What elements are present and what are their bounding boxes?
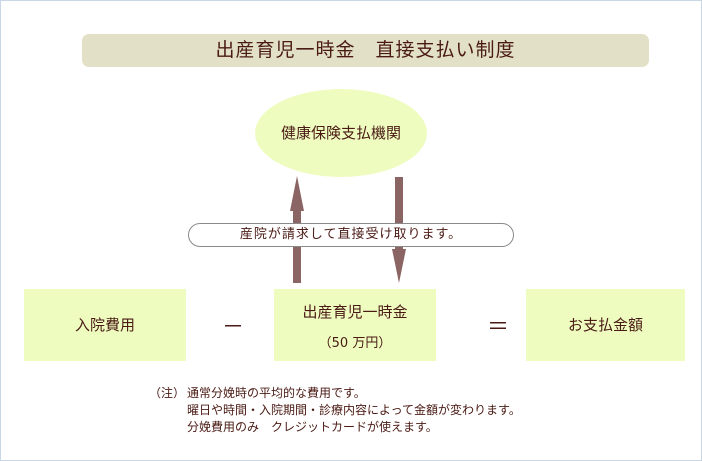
lump-sum-amount: （50 万円）	[318, 336, 392, 351]
note-line: 通常分娩時の平均的な費用です。	[187, 386, 366, 400]
note-line: 分娩費用のみ クレジットカードが使えます。	[187, 420, 438, 434]
equals-sign: ＝	[487, 315, 510, 340]
hospital-cost-box: 入院費用	[24, 289, 186, 361]
note-line: 曜日や時間・入院期間・診療内容によって金額が変わります。	[187, 403, 521, 417]
claim-note: 産院が請求して直接受け取ります。	[188, 223, 514, 247]
lump-sum-label: 出産育児一時金	[302, 303, 408, 321]
up-arrow-head	[290, 176, 304, 211]
footnote: （注）通常分娩時の平均的な費用です。 曜日や時間・入院期間・診療内容によって金額…	[149, 385, 521, 436]
lump-sum-box: 出産育児一時金 （50 万円）	[274, 289, 436, 361]
page-title: 出産育児一時金 直接支払い制度	[82, 34, 649, 67]
down-arrow-head	[392, 249, 406, 283]
minus-sign: －	[222, 315, 245, 340]
note-label: （注）	[149, 386, 186, 400]
payment-box: お支払金額	[526, 289, 685, 361]
down-arrow-shaft	[395, 177, 403, 263]
insurer-node: 健康保険支払機関	[255, 89, 427, 177]
